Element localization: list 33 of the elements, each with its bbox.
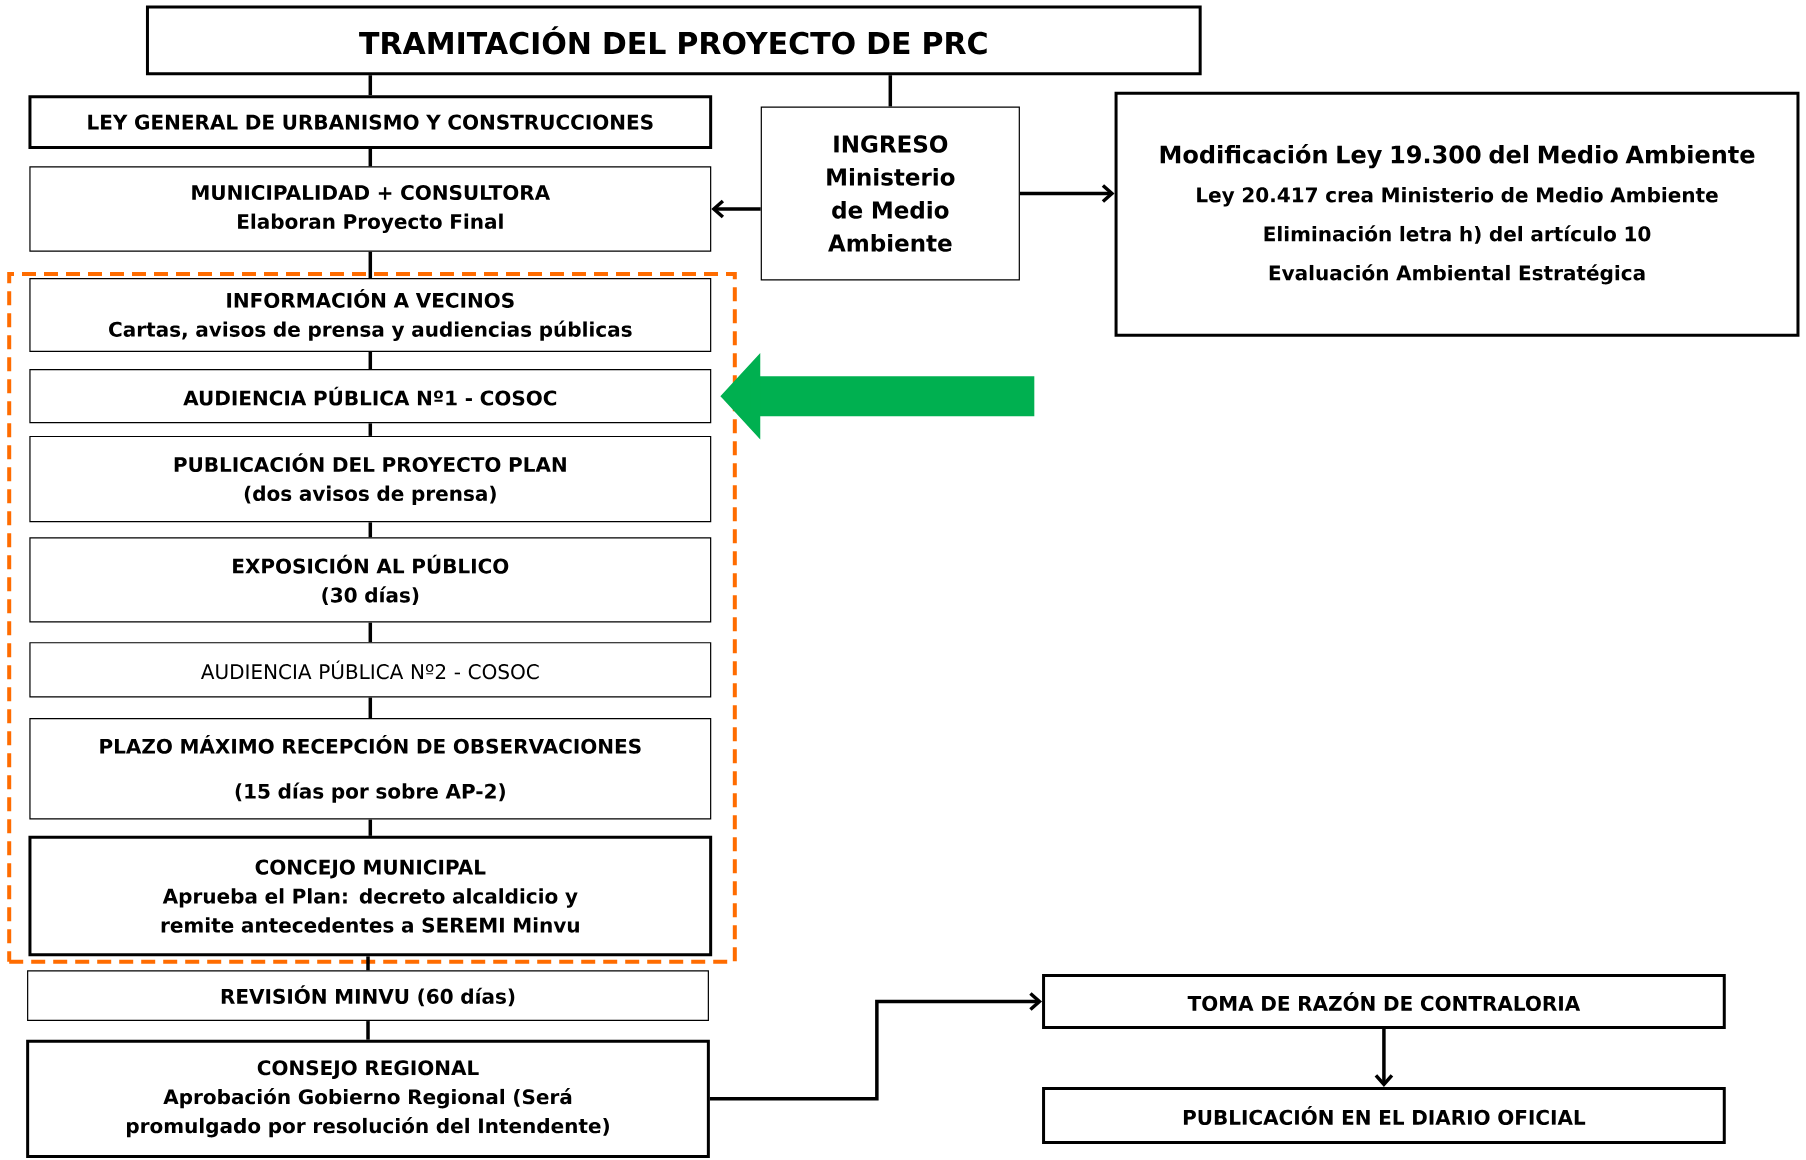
connector-line [888, 75, 893, 107]
connector-line [368, 697, 373, 719]
process-box: PUBLICACIÓN EN EL DIARIO OFICIAL [1042, 1086, 1726, 1145]
connector-line [368, 522, 373, 538]
arrow [711, 199, 761, 219]
process-box: INFORMACIÓN A VECINOS Cartas, avisos de prensa y audiencias públicas [29, 278, 712, 352]
process-box: REVISIÓN MINVU (60 días) [27, 970, 709, 1022]
connector-line [368, 148, 373, 167]
process-box: AUDIENCIA PÚBLICA Nº1 - COSOC [29, 369, 712, 424]
process-box: MUNICIPALIDAD + CONSULTORA Elaboran Proyecto Final [29, 166, 712, 252]
process-box: AUDIENCIA PÚBLICA Nº2 - COSOC [29, 642, 712, 698]
connector-line [368, 622, 373, 643]
connector-line [366, 1021, 370, 1040]
connector-line [368, 351, 373, 370]
process-box: CONSEJO REGIONAL Aprobación Gobierno Regional (Será promulgado por resolución del Intendente) [26, 1039, 710, 1158]
connector-line [368, 423, 373, 436]
arrow [1374, 1028, 1394, 1087]
process-box: PUBLICACIÓN DEL PROYECTO PLAN (dos avisos de prensa) [29, 435, 712, 523]
connector-line [366, 956, 370, 971]
connector-line [368, 75, 373, 96]
process-box: LEY GENERAL DE URBANISMO Y CONSTRUCCIONES [28, 95, 713, 149]
connector-line [368, 819, 373, 836]
process-box: CONCEJO MUNICIPAL Aprueba el Plan: decreto alcaldicio y remite antecedentes a SEREMI Minvu [28, 835, 713, 957]
arrow [1019, 184, 1115, 203]
process-box: INGRESO Ministerio de Medio Ambiente [760, 106, 1020, 281]
connector-line [368, 251, 373, 279]
arrow [709, 992, 1043, 1101]
process-box: TOMA DE RAZÓN DE CONTRALORIA [1042, 974, 1726, 1029]
title-box: TRAMITACIÓN DEL PROYECTO DE PRC [145, 5, 1202, 76]
process-box: EXPOSICIÓN AL PÚBLICO (30 días) [29, 537, 712, 623]
info-box: Modificación Ley 19.300 del Medio Ambiente Ley 20.417 crea Ministerio de Medio Ambiente Eliminación letra h) del artículo 10 Evaluación Ambiental Estratégica [1114, 91, 1800, 337]
group-frame [7, 272, 737, 964]
process-box: PLAZO MÁXIMO RECEPCIÓN DE OBSERVACIONES (15 días por sobre AP-2) [29, 718, 712, 820]
